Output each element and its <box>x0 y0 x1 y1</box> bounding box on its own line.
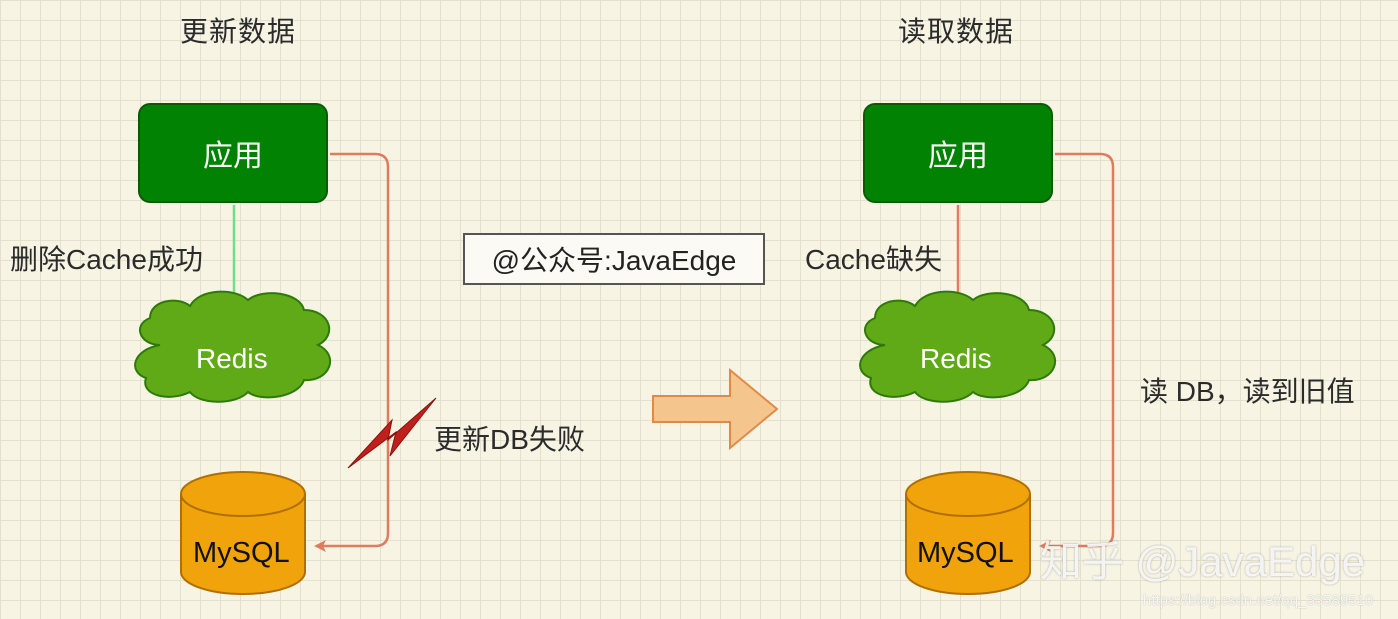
left-redis-label: Redis <box>196 343 268 374</box>
right-redis-cloud <box>859 290 1056 403</box>
right-redis-label: Redis <box>920 343 992 374</box>
right-mysql-label: MySQL <box>917 537 1014 569</box>
center-tag-text: @公众号:JavaEdge <box>491 245 737 276</box>
left-mysql-cylinder <box>180 471 306 595</box>
right-app-label: 应用 <box>928 140 988 173</box>
left-app-label: 应用 <box>203 140 263 173</box>
left-fail-label: 更新DB失败 <box>434 424 585 455</box>
right-app-box: 应用 <box>863 103 1053 203</box>
failure-lightning-icon <box>347 397 437 469</box>
zhihu-watermark: 知乎 @JavaEdge <box>1040 538 1366 585</box>
left-mysql-label: MySQL <box>193 537 290 569</box>
left-delete-label: 删除Cache成功 <box>10 244 203 275</box>
right-read-connector <box>1039 152 1115 552</box>
csdn-watermark-url: https://blog.csdn.net/qq_33589510 <box>1143 592 1374 609</box>
right-mysql-cylinder <box>905 471 1031 595</box>
transition-arrow-icon <box>652 367 779 451</box>
left-heading: 更新数据 <box>180 16 297 47</box>
left-update-connector <box>314 152 390 552</box>
left-redis-cloud <box>134 290 331 403</box>
center-tag-box: @公众号:JavaEdge <box>463 233 765 285</box>
right-heading: 读取数据 <box>898 16 1015 47</box>
right-miss-label: Cache缺失 <box>805 244 942 275</box>
right-read-label: 读 DB，读到旧值 <box>1140 376 1355 407</box>
left-app-box: 应用 <box>138 103 328 203</box>
